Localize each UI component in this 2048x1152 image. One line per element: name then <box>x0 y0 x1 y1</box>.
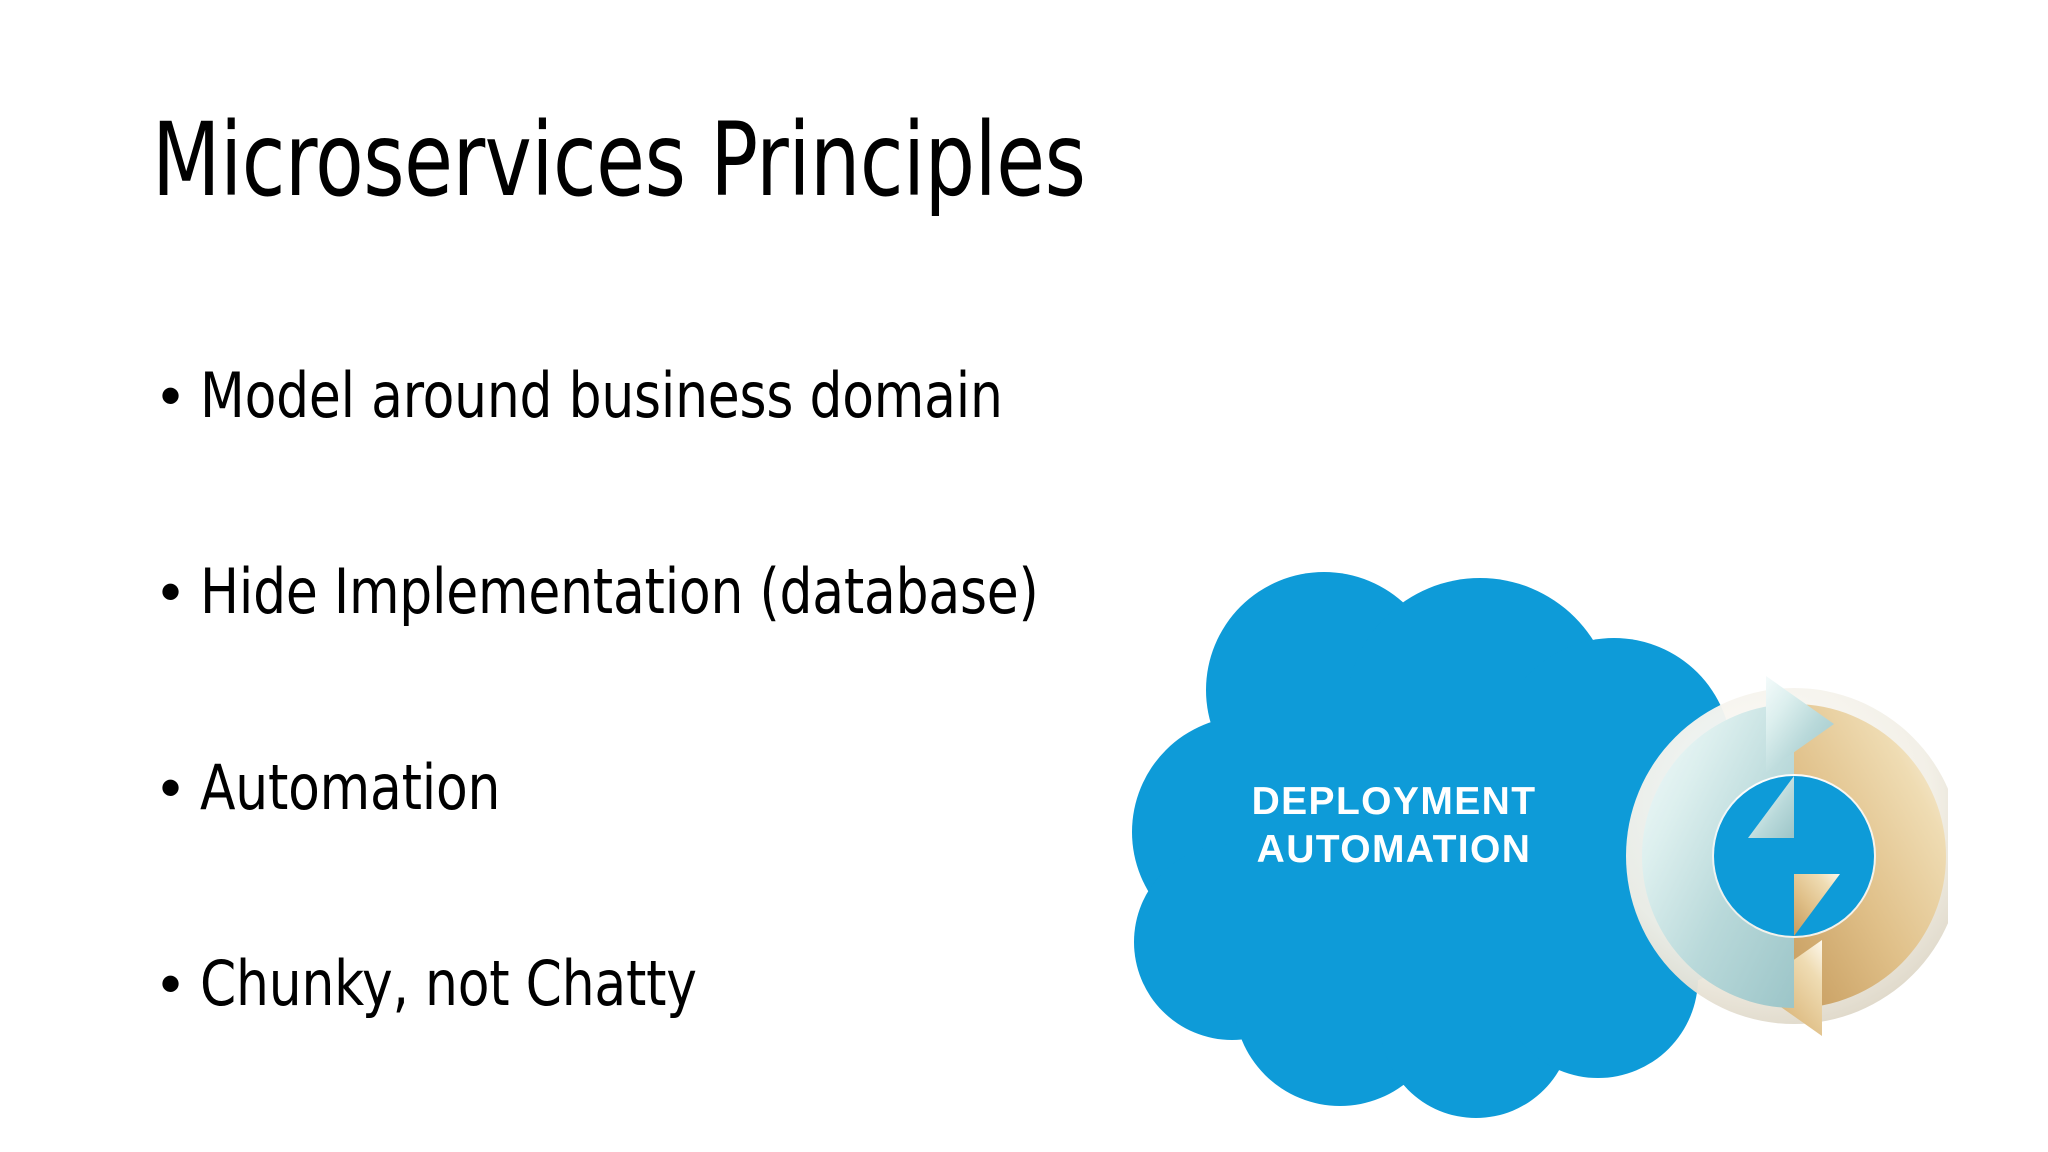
bullet-text: Chunky, not Chatty <box>200 947 697 1020</box>
page-title: Microservices Principles <box>152 101 1086 220</box>
bullet-text: Model around business domain <box>200 359 1003 432</box>
bullet-text: Automation <box>200 751 501 824</box>
deployment-automation-graphic: DEPLOYMENT AUTOMATION <box>1128 560 1948 1120</box>
bullet-point-icon: • <box>160 558 182 625</box>
bullet-text: Hide Implementation (database) <box>200 555 1039 628</box>
bullet-list: • Model around business domain • Hide Im… <box>158 358 1338 1142</box>
cloud-illustration <box>1132 572 1948 1118</box>
bullet-point-icon: • <box>160 950 182 1017</box>
bullet-point-icon: • <box>160 754 182 821</box>
bullet-point-icon: • <box>160 362 182 429</box>
cloud-shape <box>1132 572 1766 1118</box>
list-item: • Chunky, not Chatty <box>158 946 1338 1142</box>
list-item: • Hide Implementation (database) <box>158 554 1338 750</box>
list-item: • Automation <box>158 750 1338 946</box>
list-item: • Model around business domain <box>158 358 1338 554</box>
refresh-sync-arrows-icon <box>1626 676 1948 1036</box>
